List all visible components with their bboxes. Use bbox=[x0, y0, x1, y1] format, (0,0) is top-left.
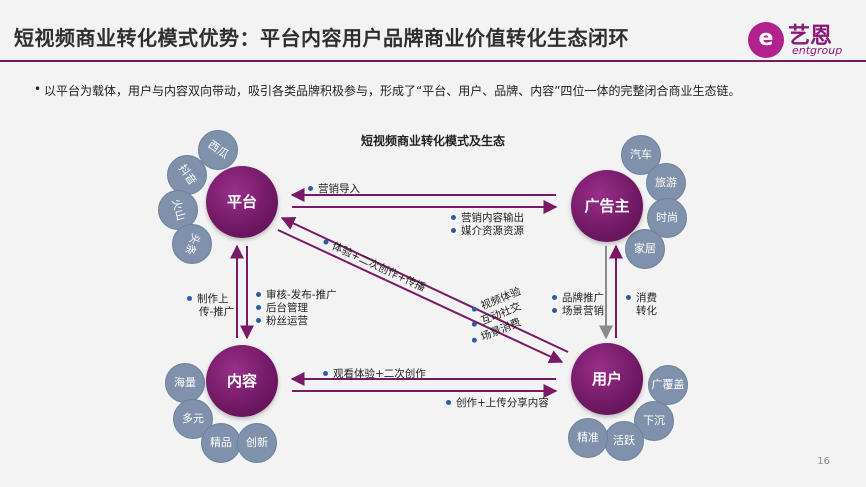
platform-bubble-xigua: 西瓜 bbox=[198, 130, 238, 170]
label-review-publish: 审核-发布-推广 bbox=[256, 289, 337, 302]
user-bubble-coverage: 广覆盖 bbox=[648, 365, 688, 405]
arrow-platform-to-user-diagonal bbox=[277, 229, 564, 364]
advertiser-bubble-travel: 旅游 bbox=[646, 163, 686, 203]
logo-name: 艺恩 bbox=[788, 24, 833, 49]
node-platform: 平台 bbox=[206, 166, 278, 238]
page-title: 短视频商业转化模式优势：平台内容用户品牌商业价值转化生态闭环 bbox=[14, 26, 629, 50]
brand-logo: e 艺恩 entgroup bbox=[748, 22, 858, 58]
user-bubble-precise: 精准 bbox=[568, 418, 608, 458]
node-advertiser: 广告主 bbox=[571, 170, 643, 242]
node-user: 用户 bbox=[571, 343, 643, 415]
label-marketing-content-output: 营销内容输出 bbox=[451, 212, 524, 225]
platform-bubble-toutiao: 头条 bbox=[172, 224, 212, 264]
diagram-title: 短视频商业转化模式及生态 bbox=[360, 134, 505, 148]
logo-subtitle: entgroup bbox=[792, 44, 843, 57]
summary-text: 以平台为载体，用户与内容双向带动，吸引各类品牌积极参与，形成了“平台、用户、品牌… bbox=[44, 84, 741, 98]
label-make-upload: 制作上 bbox=[187, 293, 229, 306]
content-bubble-massive: 海量 bbox=[165, 363, 205, 403]
label-backend-mgmt: 后台管理 bbox=[256, 302, 308, 315]
label-media-resource: 媒介资源资源 bbox=[451, 225, 524, 238]
user-bubble-active: 活跃 bbox=[604, 421, 644, 461]
logo-icon: e bbox=[748, 22, 784, 58]
advertiser-bubble-home: 家居 bbox=[625, 229, 665, 269]
page-number: 16 bbox=[817, 456, 830, 467]
label-consume: 消费 bbox=[626, 292, 657, 305]
node-content: 内容 bbox=[206, 345, 278, 417]
platform-bubble-huoshan: 火山 bbox=[158, 190, 198, 230]
label-fans-ops: 粉丝运营 bbox=[256, 315, 308, 328]
label-make-upload-2: 传-推广 bbox=[199, 306, 235, 318]
content-bubble-diverse: 多元 bbox=[173, 399, 213, 439]
label-marketing-import: 营销导入 bbox=[308, 183, 360, 196]
title-divider bbox=[0, 60, 866, 62]
label-brand-promo: 品牌推广 bbox=[552, 292, 604, 305]
platform-bubble-douyin: 抖音 bbox=[167, 155, 207, 195]
label-watch-experience: 观看体验+二次创作 bbox=[323, 368, 426, 381]
label-consume-2: 转化 bbox=[636, 305, 657, 317]
content-bubble-quality: 精品 bbox=[201, 423, 241, 463]
content-bubble-innovation: 创新 bbox=[237, 423, 277, 463]
label-create-share: 创作+上传分享内容 bbox=[446, 397, 549, 410]
arrow-user-to-platform-diagonal bbox=[280, 217, 569, 353]
label-scene-marketing: 场景营销 bbox=[552, 305, 604, 318]
advertiser-bubble-fashion: 时尚 bbox=[647, 198, 687, 238]
bullet-dot: • bbox=[34, 82, 42, 96]
